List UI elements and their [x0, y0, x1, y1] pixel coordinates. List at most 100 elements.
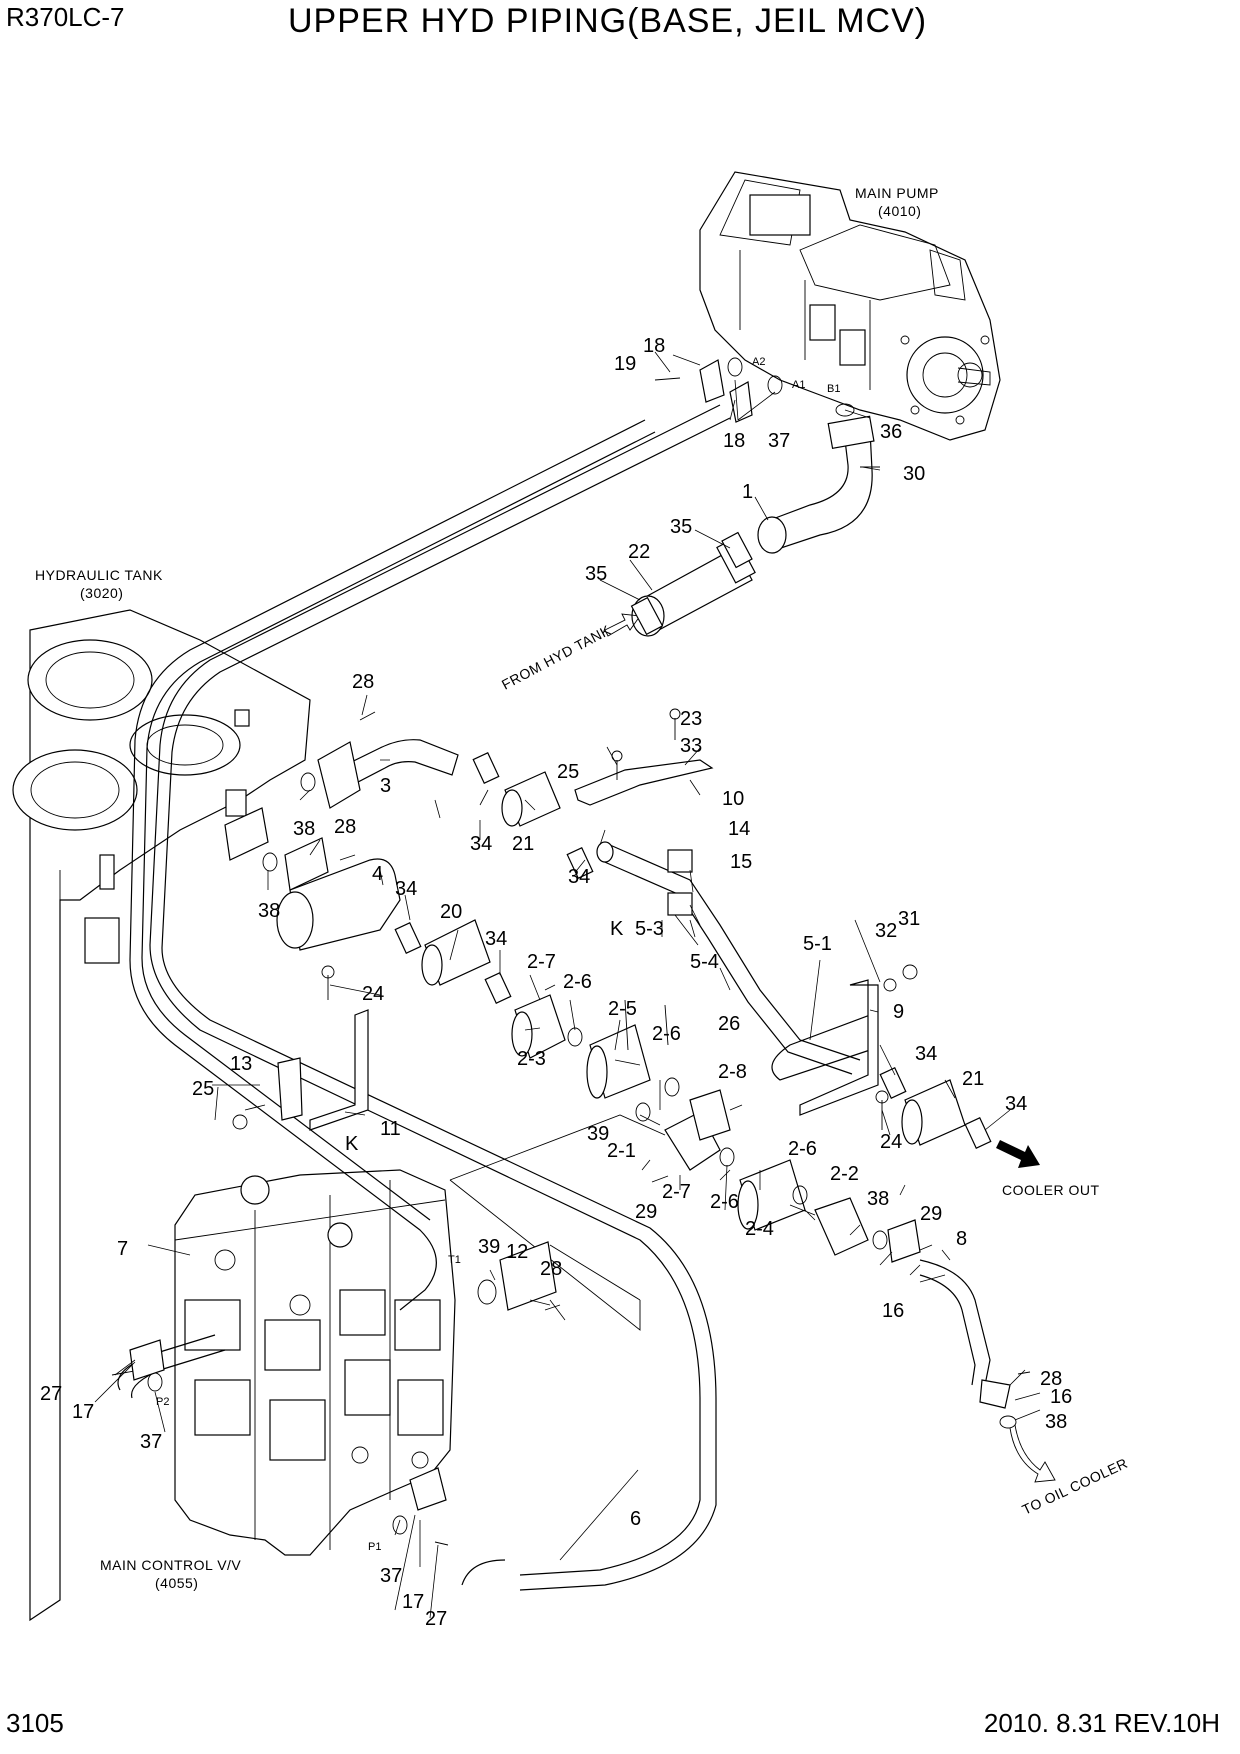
- callout-38: 38: [867, 1188, 889, 1210]
- callout-9: 9: [893, 1001, 904, 1023]
- port-p1: P1: [368, 1541, 381, 1553]
- callout-38: 38: [293, 818, 315, 840]
- hose-21-upper[interactable]: [501, 771, 561, 827]
- split-flanges: [129, 359, 921, 1511]
- view-mark-k-upper: K: [610, 918, 624, 940]
- callout-2-8: 2-8: [718, 1061, 747, 1083]
- callout-5-4: 5-4: [690, 951, 719, 973]
- callout-38: 38: [1045, 1411, 1067, 1433]
- main-pump-label: MAIN PUMP: [855, 185, 939, 201]
- clamp-13[interactable]: [277, 1057, 303, 1121]
- hose-21-lower[interactable]: [901, 1079, 966, 1146]
- callout-2-6: 2-6: [652, 1023, 681, 1045]
- callout-37: 37: [140, 1431, 162, 1453]
- callout-8: 8: [956, 1228, 967, 1250]
- callout-35: 35: [670, 516, 692, 538]
- callout-2-6: 2-6: [788, 1138, 817, 1160]
- suction-pipe-3[interactable]: [317, 739, 459, 809]
- fitting-2-4[interactable]: [737, 1159, 806, 1231]
- flange-2-2[interactable]: [814, 1197, 869, 1256]
- port-b1: B1: [827, 383, 840, 395]
- fitting-2-5[interactable]: [586, 1024, 651, 1099]
- callout-21: 21: [512, 833, 534, 855]
- callout-30: 30: [903, 463, 925, 485]
- callout-24: 24: [362, 983, 384, 1005]
- callout-26: 26: [718, 1013, 740, 1035]
- callout-28: 28: [1040, 1368, 1062, 1390]
- callout-2-6: 2-6: [710, 1191, 739, 1213]
- fitting-2-3[interactable]: [511, 994, 566, 1059]
- callout-10: 10: [722, 788, 744, 810]
- callout-38: 38: [258, 900, 280, 922]
- callout-34: 34: [485, 928, 507, 950]
- callout-37: 37: [768, 430, 790, 452]
- port-t1: T1: [448, 1254, 461, 1266]
- hydraulic-tank[interactable]: [12, 609, 311, 1622]
- from-hyd-tank-label: FROM HYD TANK: [499, 622, 614, 693]
- callout-3: 3: [380, 775, 391, 797]
- callout-28: 28: [540, 1258, 562, 1280]
- callout-33: 33: [680, 735, 702, 757]
- hose-clamps: [394, 531, 992, 1149]
- callout-2-4: 2-4: [745, 1218, 774, 1240]
- callout-36: 36: [880, 421, 902, 443]
- callout-16: 16: [1050, 1386, 1072, 1408]
- main-pump-assembly[interactable]: [699, 171, 1001, 441]
- cooler-hose-8[interactable]: [919, 1259, 1011, 1409]
- callout-27: 27: [425, 1608, 447, 1630]
- return-pipe-26[interactable]: [771, 1014, 871, 1081]
- pipe-5-1[interactable]: [596, 841, 861, 1075]
- clamp-15[interactable]: [667, 892, 693, 916]
- hose-20[interactable]: [421, 919, 491, 986]
- callout-2-6: 2-6: [563, 971, 592, 993]
- hydraulic-tank-ref: (3020): [80, 585, 123, 601]
- callout-39: 39: [587, 1123, 609, 1145]
- pressure-hose-6[interactable]: [149, 404, 731, 1591]
- flow-arrow-to-oil-cooler: [1009, 1424, 1056, 1483]
- callout-34: 34: [568, 866, 590, 888]
- bracket-11[interactable]: [309, 1009, 369, 1131]
- bracket-10[interactable]: [574, 759, 714, 806]
- callout-39: 39: [478, 1236, 500, 1258]
- callout-28: 28: [334, 816, 356, 838]
- callout-17: 17: [402, 1591, 424, 1613]
- callout-29: 29: [920, 1203, 942, 1225]
- callout-27: 27: [40, 1383, 62, 1405]
- bolts: [111, 377, 1031, 1546]
- cooler-out-label: COOLER OUT: [1002, 1182, 1100, 1198]
- hydraulic-tank-label: HYDRAULIC TANK: [35, 567, 163, 583]
- main-control-valve-label: MAIN CONTROL V/V: [100, 1557, 241, 1573]
- callout-18: 18: [723, 430, 745, 452]
- callout-2-3: 2-3: [517, 1048, 546, 1070]
- callout-2-7: 2-7: [662, 1181, 691, 1203]
- port-a2: A2: [752, 356, 765, 368]
- pipe-4[interactable]: [276, 858, 401, 951]
- pressure-hose-7[interactable]: [117, 419, 656, 1399]
- view-mark-k-lower: K: [345, 1133, 359, 1155]
- to-oil-cooler-label: TO OIL COOLER: [1020, 1455, 1131, 1518]
- callout-34: 34: [470, 833, 492, 855]
- main-control-valve[interactable]: [174, 1169, 456, 1556]
- callout-28: 28: [352, 671, 374, 693]
- callout-15: 15: [730, 851, 752, 873]
- bracket-9[interactable]: [799, 979, 879, 1116]
- leader-lines: [94, 351, 1041, 1619]
- page-title: UPPER HYD PIPING(BASE, JEIL MCV): [288, 2, 928, 40]
- callout-35: 35: [585, 563, 607, 585]
- callout-13: 13: [230, 1053, 252, 1075]
- detail-frame: [449, 1114, 666, 1331]
- tee-block-2-1[interactable]: [664, 1089, 731, 1171]
- callout-2-7: 2-7: [527, 951, 556, 973]
- callout-21: 21: [962, 1068, 984, 1090]
- callout-25: 25: [557, 761, 579, 783]
- callout-12: 12: [506, 1241, 528, 1263]
- callout-22: 22: [628, 541, 650, 563]
- callout-19: 19: [614, 353, 636, 375]
- callout-7: 7: [117, 1238, 128, 1260]
- suction-pipe-1[interactable]: [757, 415, 875, 554]
- callout-5-1: 5-1: [803, 933, 832, 955]
- clamp-14[interactable]: [667, 849, 693, 873]
- page-number: 3105: [6, 1708, 64, 1738]
- callout-34: 34: [1005, 1093, 1027, 1115]
- callout-34: 34: [395, 878, 417, 900]
